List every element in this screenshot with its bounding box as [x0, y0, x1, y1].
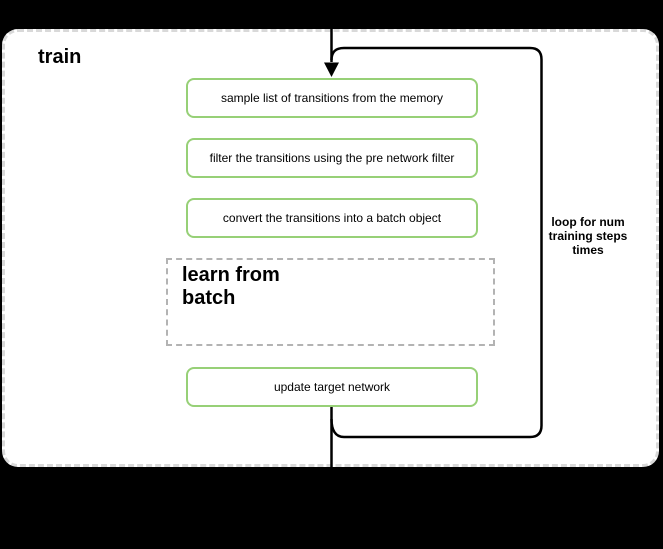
step-box-sample-transitions: sample list of transitions from the memo… [186, 78, 478, 118]
step-box-filter-transitions: filter the transitions using the pre net… [186, 138, 478, 178]
train-group-title: train [38, 46, 82, 68]
step-box-update-target-network: update target network [186, 367, 478, 407]
learn-from-batch-group: learn from batch [166, 258, 495, 346]
step-box-convert-to-batch: convert the transitions into a batch obj… [186, 198, 478, 238]
learn-from-batch-label: learn from batch [182, 264, 280, 309]
loop-annotation-label: loop for num training steps times [548, 215, 628, 257]
